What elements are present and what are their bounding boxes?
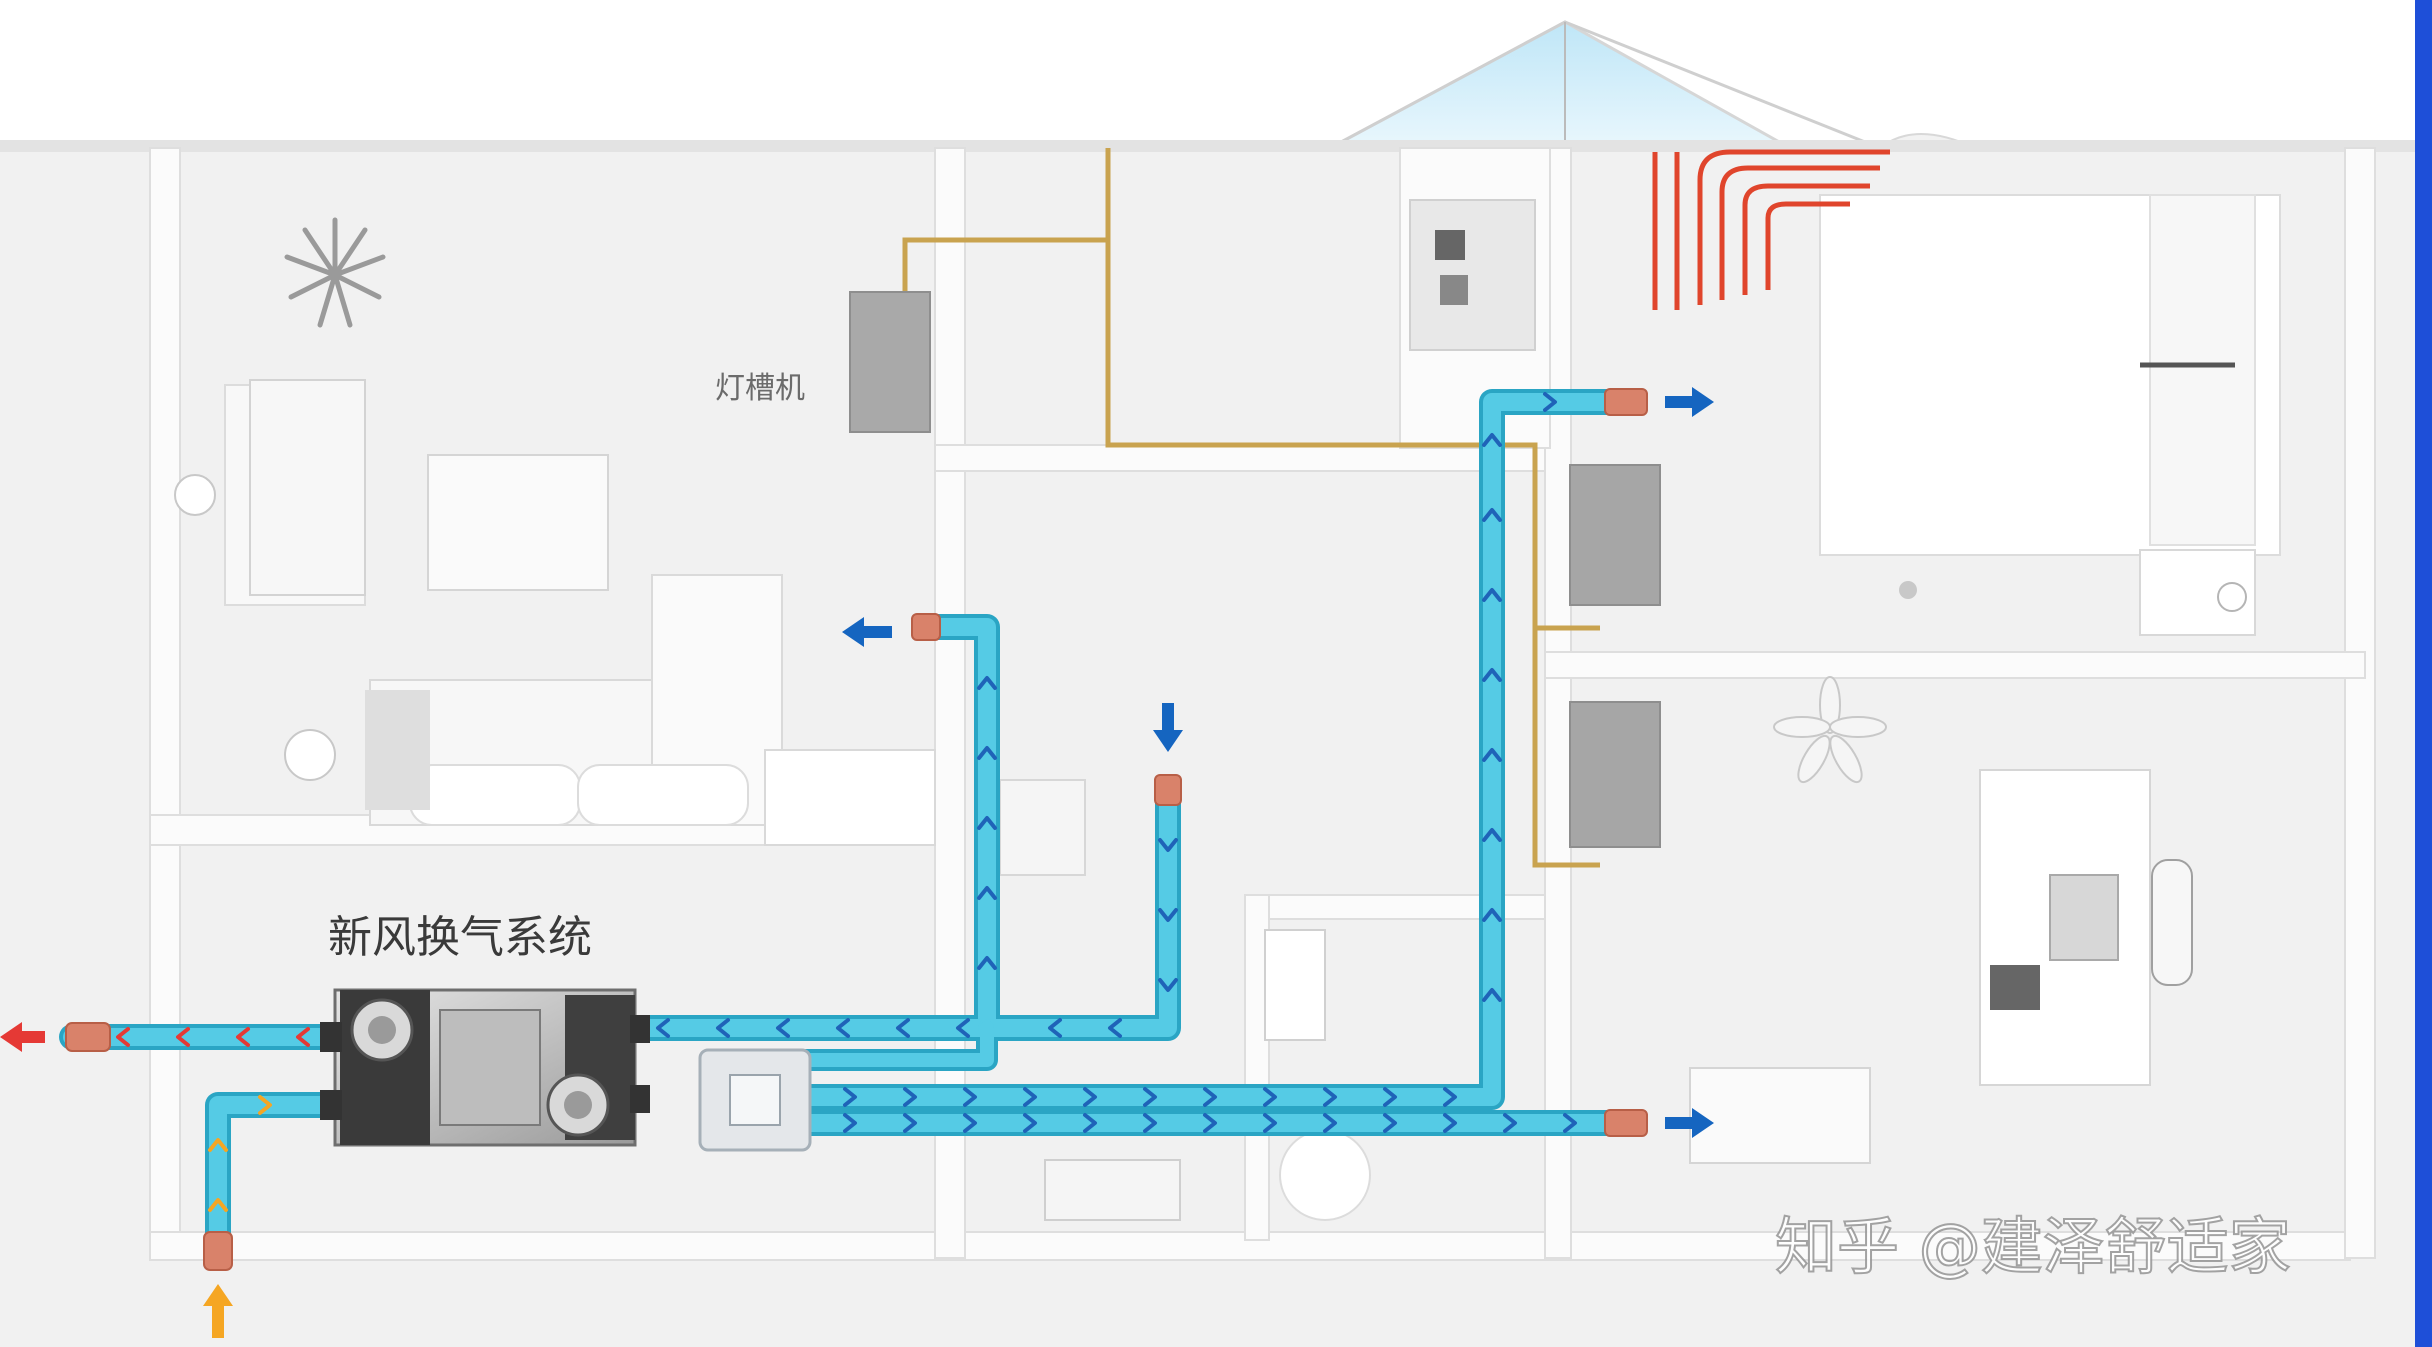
intake-inlet-arrow — [203, 1284, 233, 1338]
right-edge-bar — [2415, 0, 2432, 1347]
duct-flow-chevrons — [656, 392, 1577, 1133]
erv-unit — [320, 988, 650, 1147]
indoor-unit-study — [1569, 701, 1661, 848]
bedroom-supply-arrow — [1665, 387, 1714, 417]
corridor-return-arrow — [1153, 703, 1183, 752]
duct-end-caps — [65, 388, 1648, 1271]
indoor-unit-bedroom — [1569, 464, 1661, 606]
system-name-label: 新风换气系统 — [328, 912, 592, 963]
flower-icon — [1773, 676, 1887, 784]
plant-icon — [284, 217, 386, 328]
intake-chevrons — [208, 1095, 272, 1212]
wall-unit-left — [249, 379, 366, 596]
study-room — [1689, 769, 2193, 1164]
gold-pipes — [902, 148, 1600, 868]
light-trough-unit-label: 灯槽机 — [715, 371, 805, 406]
distribution-box — [698, 1048, 812, 1152]
kitchen-items — [999, 199, 1536, 1221]
exhaust-chevrons — [116, 1027, 310, 1047]
exhaust-outlet-arrow — [0, 1022, 45, 1052]
fresh-air-ducts — [59, 389, 1638, 1256]
light-trough-unit — [849, 291, 931, 433]
watermark: 知乎 @建泽舒适家 — [1775, 1210, 2291, 1283]
underfloor-heating-pipes — [1652, 149, 1890, 310]
bedroom-upper — [1819, 194, 2281, 636]
living-room-return-arrow — [842, 617, 892, 647]
header-band — [0, 0, 2432, 148]
study-supply-arrow — [1665, 1108, 1714, 1138]
